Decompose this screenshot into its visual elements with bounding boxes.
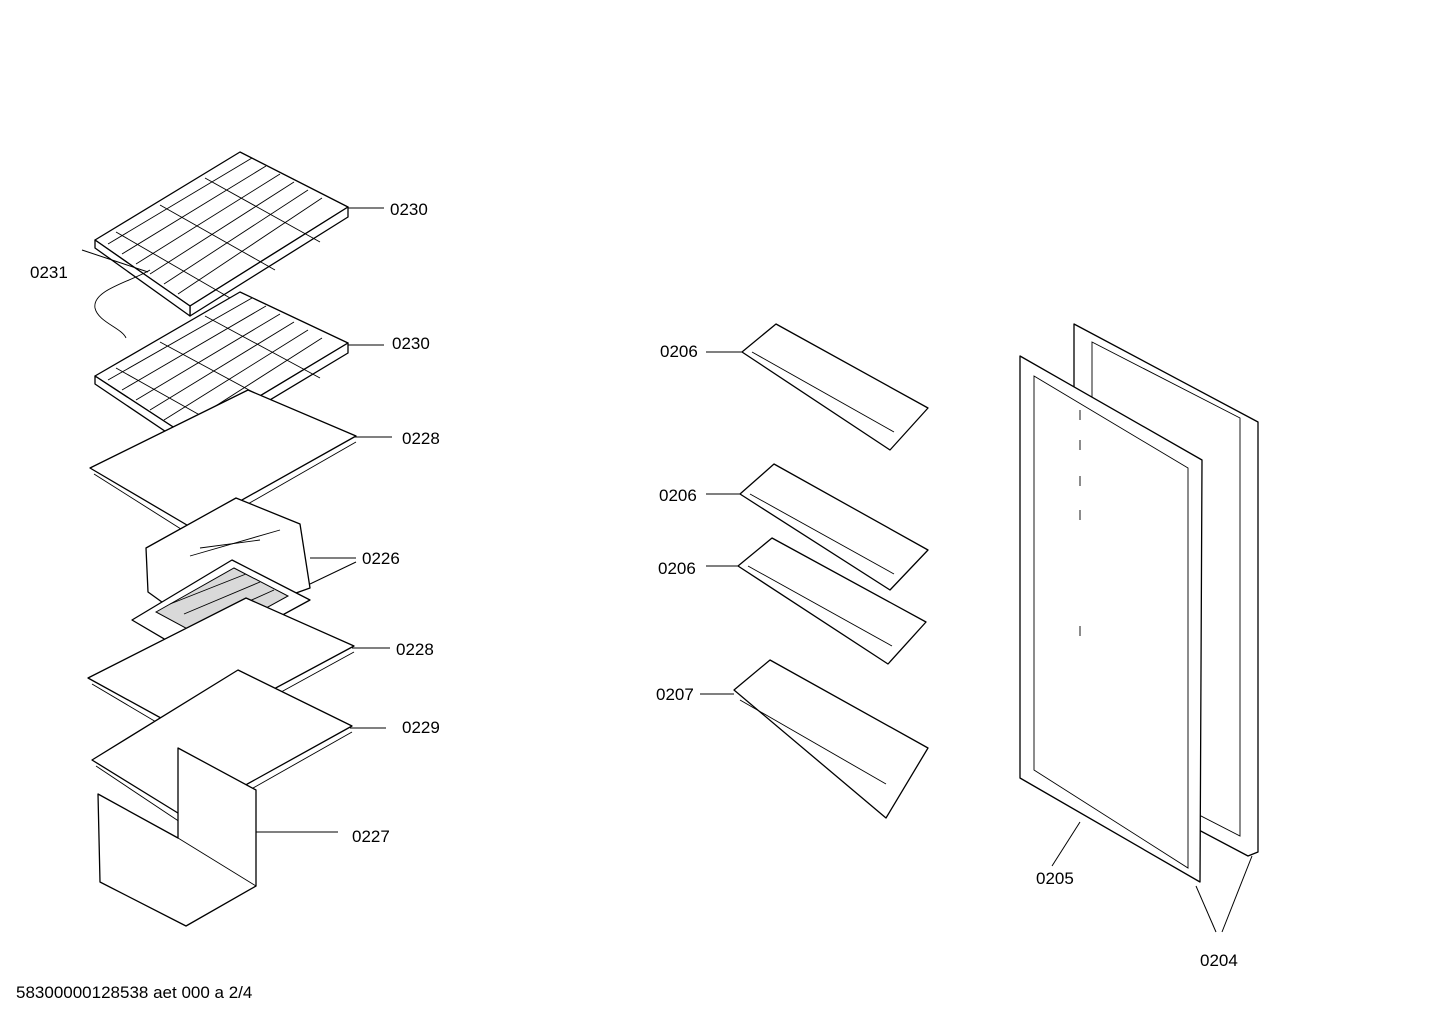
door-bin-3 (737, 537, 927, 665)
callout-0227: 0227 (352, 827, 390, 846)
wire-shelf-top (94, 151, 349, 317)
callout-0229: 0229 (402, 718, 440, 737)
callout-0226: 0226 (362, 549, 400, 568)
callout-0230-top: 0230 (390, 200, 428, 219)
leader-lines (81, 207, 1253, 933)
door-bin-large (733, 659, 929, 819)
door-gasket (1019, 355, 1203, 883)
callout-0230-middle: 0230 (392, 334, 430, 353)
callout-0206-a: 0206 (660, 342, 698, 361)
bottom-bin (97, 747, 257, 927)
callout-0231: 0231 (30, 263, 68, 282)
door-bin-1 (741, 323, 929, 451)
callout-0228-bottom: 0228 (396, 640, 434, 659)
cable (94, 269, 151, 339)
callout-0206-c: 0206 (658, 559, 696, 578)
drawing-reference: 58300000128538 aet 000 a 2/4 (16, 983, 252, 1002)
callout-0206-b: 0206 (659, 486, 697, 505)
callout-0205: 0205 (1036, 869, 1074, 888)
door-bin-2 (739, 463, 929, 591)
glass-shelf-top (89, 389, 357, 537)
callout-0228-top: 0228 (402, 429, 440, 448)
callout-0207: 0207 (656, 685, 694, 704)
callout-0204: 0204 (1200, 951, 1238, 970)
